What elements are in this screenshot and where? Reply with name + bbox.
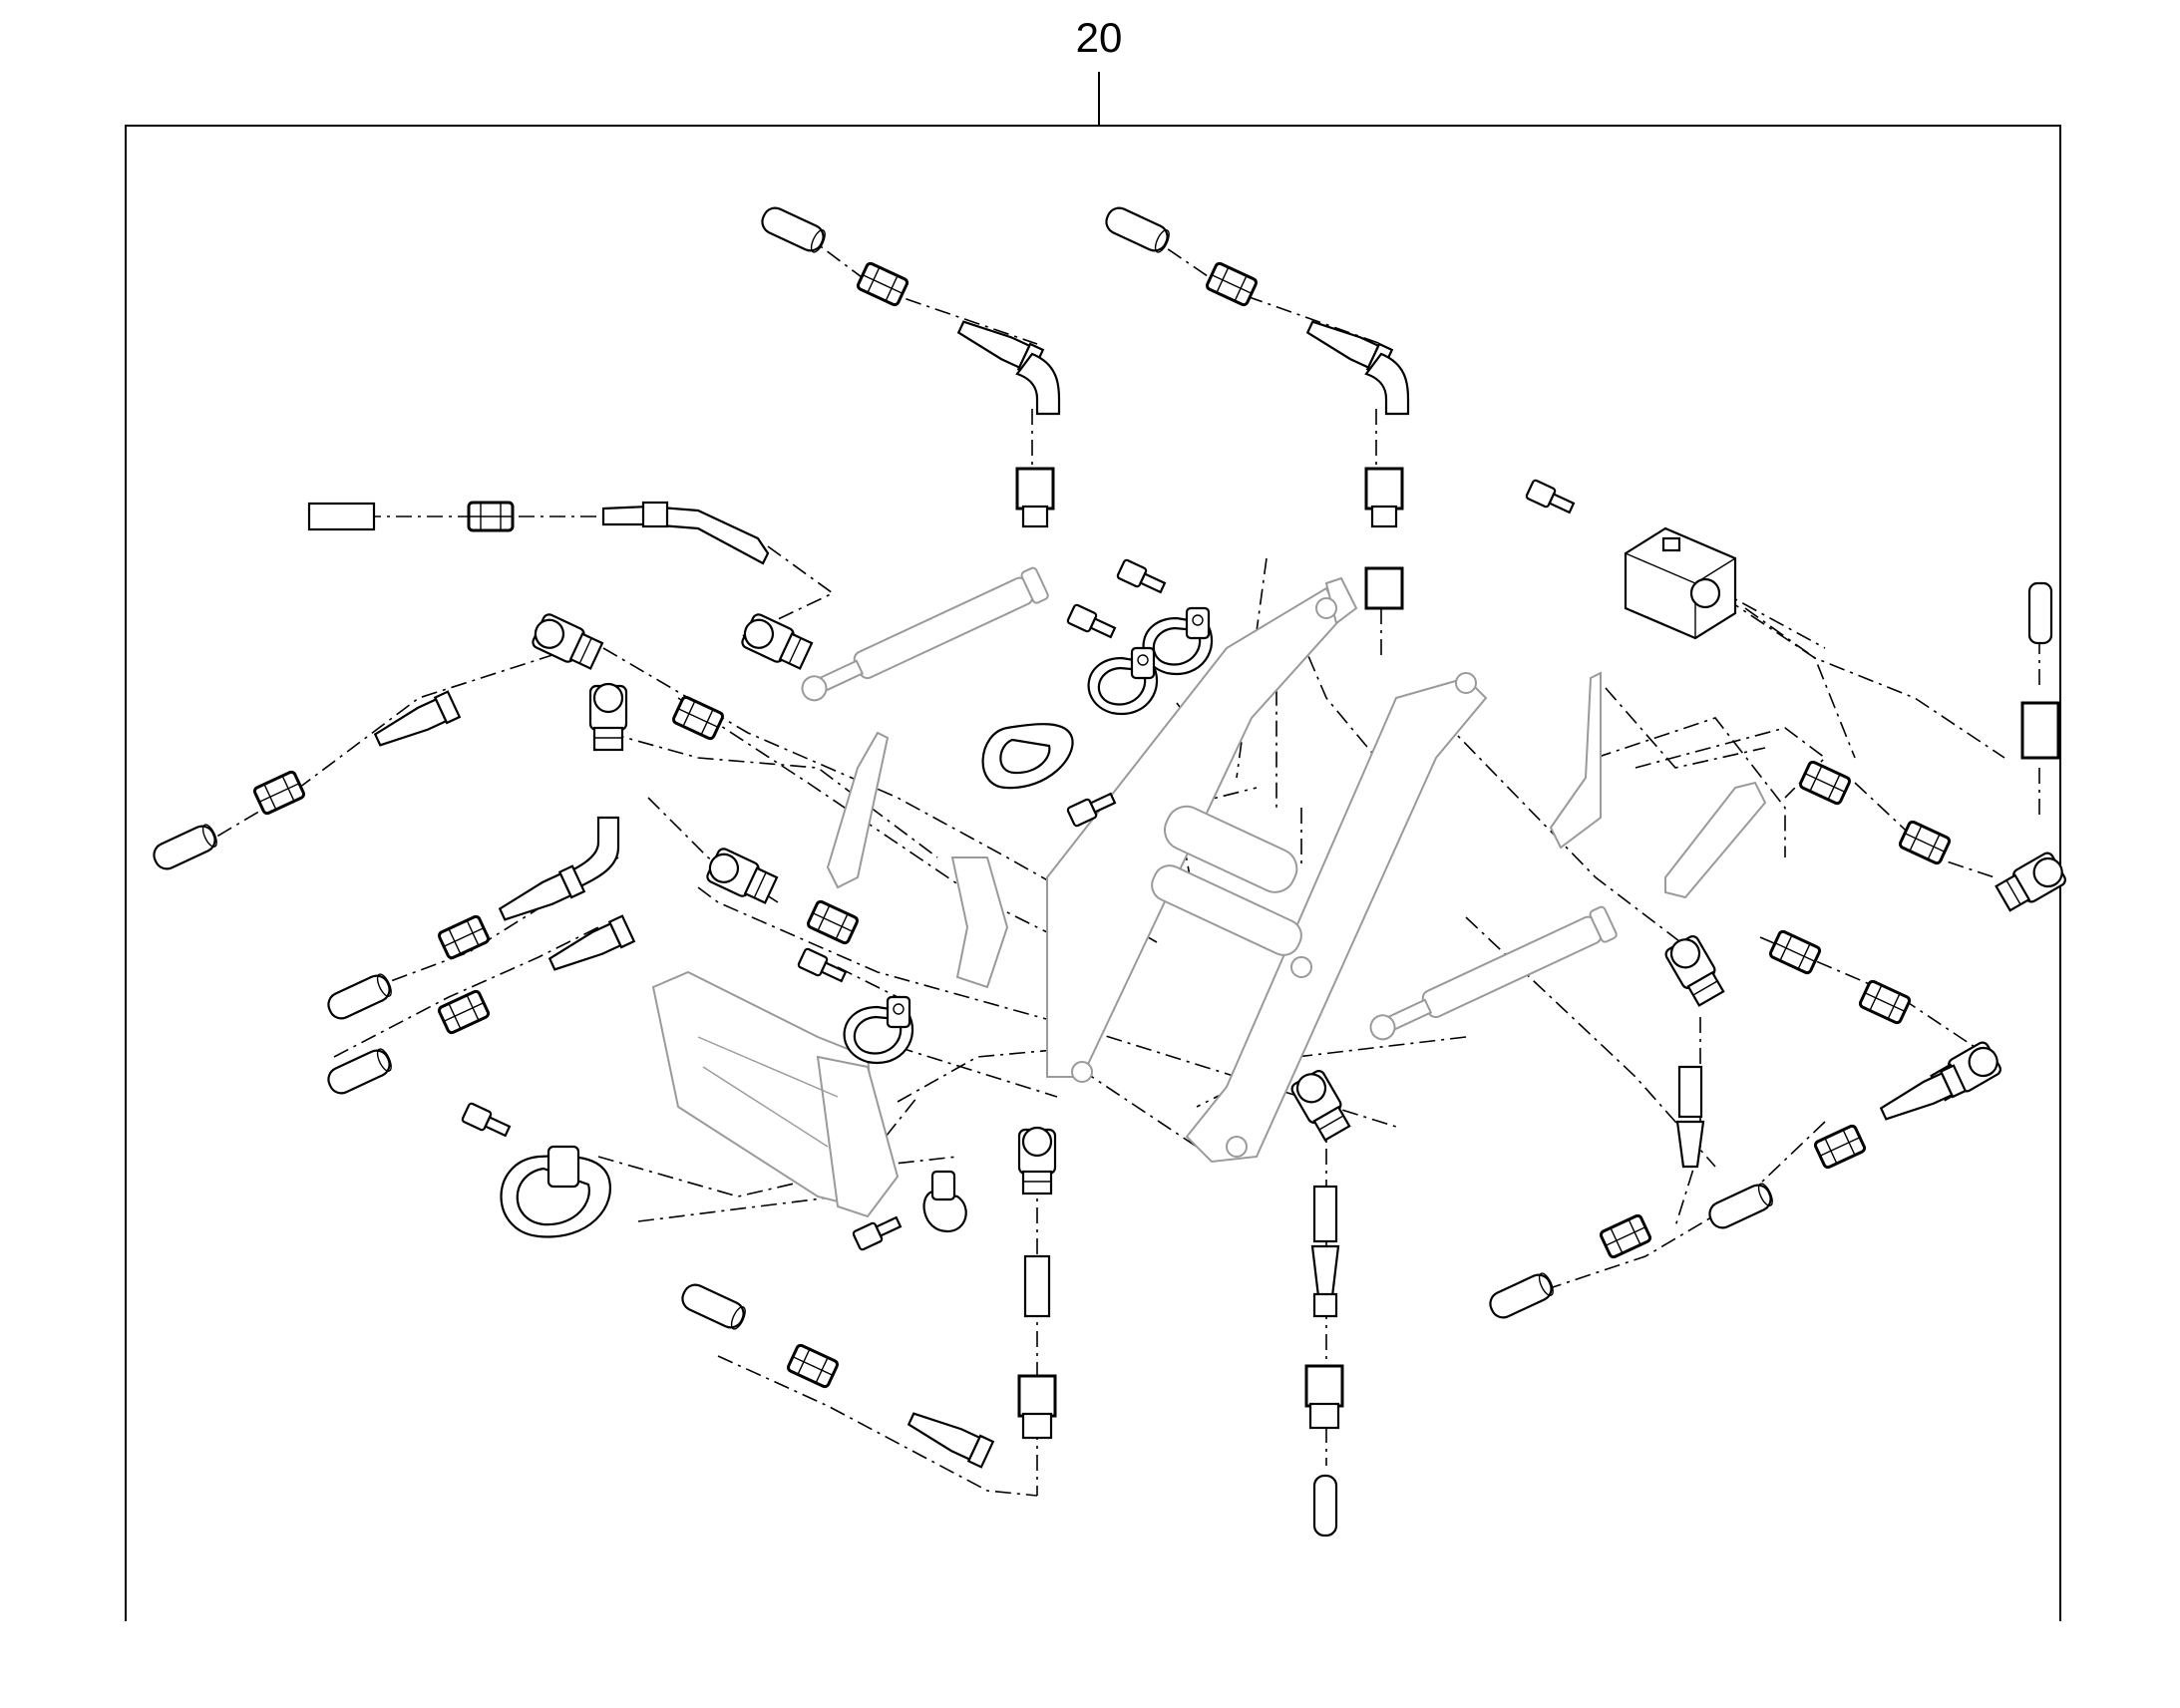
clamps-and-bolts-center [460,557,1214,1252]
hose-line-bottom-left [677,1126,1057,1469]
hose-line-left-horizontal [307,501,770,565]
hose-assembly-right [1485,581,2070,1323]
hose-line-top-right [1101,202,1410,610]
hose-line-bottom-center [1287,1066,1354,1537]
clamp-block-top-right [1524,478,1737,640]
hose-line-top-left [757,202,1061,528]
loader-frame-ghost [651,565,1767,1218]
callout-label-20: 20 [1076,14,1123,61]
hose-assembly-left [149,610,815,1099]
